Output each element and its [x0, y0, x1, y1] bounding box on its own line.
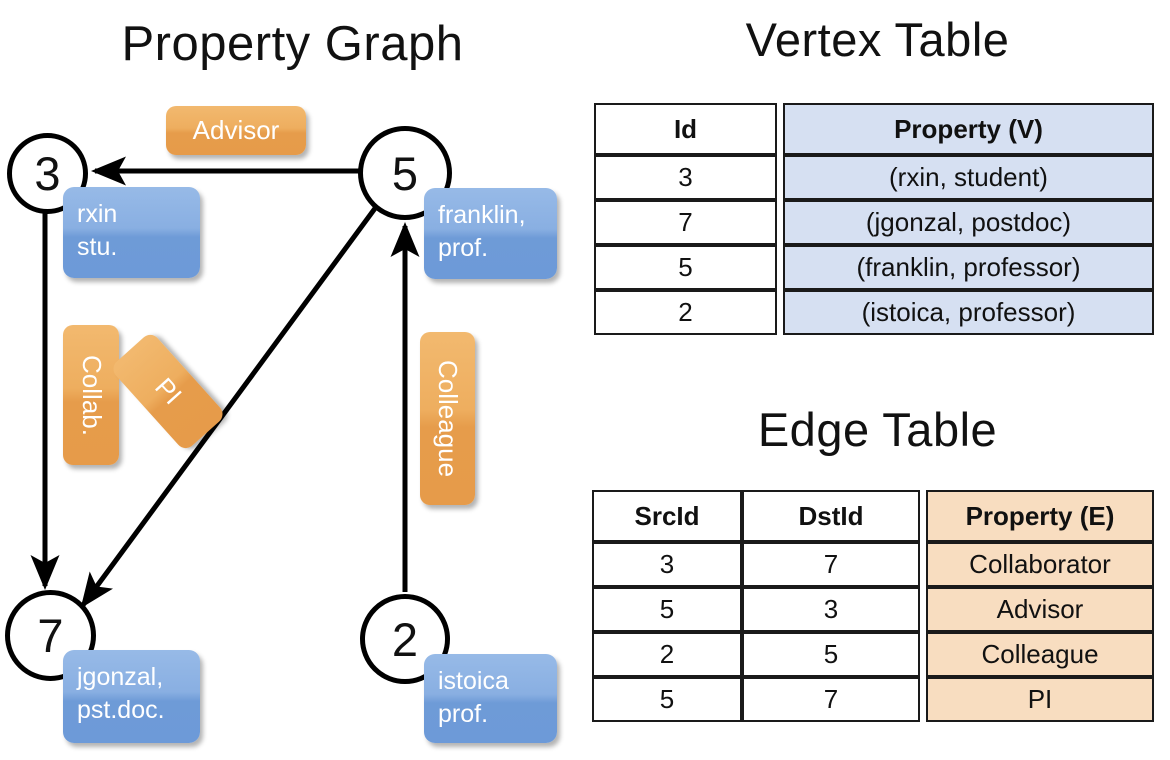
edge-dst-cell: 3	[742, 587, 920, 632]
node-property-line: rxin	[77, 200, 118, 228]
vertex-table: Id Property (V) 3 (rxin, student) 7 (jgo…	[594, 103, 1154, 335]
vertex-table-header-property: Property (V)	[783, 103, 1154, 155]
table-row: 7 (jgonzal, postdoc)	[594, 200, 1154, 245]
table-row: 5 3 Advisor	[592, 587, 1154, 632]
page-title-edge-table: Edge Table	[757, 403, 998, 456]
page-title-property-graph: Property Graph	[121, 17, 464, 71]
node-property-line: franklin,	[438, 201, 526, 229]
node-property-line: jgonzal,	[77, 663, 164, 691]
edge-dst-cell: 5	[742, 632, 920, 677]
edge-property-cell: Colleague	[926, 632, 1154, 677]
vertex-table-header-row: Id Property (V)	[594, 103, 1154, 155]
edge-label-text: Advisor	[192, 115, 280, 145]
table-row: 2 (istoica, professor)	[594, 290, 1154, 335]
node-property-line: pst.doc.	[77, 696, 165, 724]
edge-label-colleague: Colleague	[420, 332, 475, 505]
edge-table-header-dstid: DstId	[742, 490, 920, 542]
table-row: 3 7 Collaborator	[592, 542, 1154, 587]
edge-label-advisor: Advisor	[166, 106, 306, 155]
edge-dst-cell: 7	[742, 677, 920, 722]
node-property-line: stu.	[77, 233, 118, 261]
edge-table-header-srcid: SrcId	[592, 490, 742, 542]
table-row: 2 5 Colleague	[592, 632, 1154, 677]
edge-table: SrcId DstId Property (E) 3 7 Collaborato…	[592, 490, 1154, 722]
graph-node-5[interactable]: 5	[358, 126, 452, 220]
edge-table-header-row: SrcId DstId Property (E)	[592, 490, 1154, 542]
edge-src-cell: 5	[592, 677, 742, 722]
property-graph-diagram: 3 5 7 2 rxin stu. franklin, prof. jgonza…	[5, 106, 557, 743]
node-property-box-3: rxin stu.	[63, 187, 200, 278]
graph-edge-lines	[30, 156, 420, 609]
edge-table-header-property: Property (E)	[926, 490, 1154, 542]
vertex-property-cell: (istoica, professor)	[783, 290, 1154, 335]
edge-property-cell: Collaborator	[926, 542, 1154, 587]
edge-line-5-to-7	[80, 205, 379, 609]
edge-label-text: Collab.	[76, 354, 107, 436]
vertex-id-cell: 3	[594, 155, 777, 200]
node-property-box-5: franklin, prof.	[424, 188, 557, 279]
node-property-line: prof.	[438, 234, 489, 262]
edge-dst-cell: 7	[742, 542, 920, 587]
vertex-id-cell: 7	[594, 200, 777, 245]
vertex-id-cell: 5	[594, 245, 777, 290]
graph-node-2[interactable]: 2	[360, 594, 450, 684]
vertex-property-cell: (rxin, student)	[783, 155, 1154, 200]
page-title-vertex-table: Vertex Table	[745, 13, 1010, 66]
edge-src-cell: 3	[592, 542, 742, 587]
table-row: 5 (franklin, professor)	[594, 245, 1154, 290]
vertex-property-cell: (franklin, professor)	[783, 245, 1154, 290]
node-property-line: prof.	[438, 700, 489, 728]
table-row: 5 7 PI	[592, 677, 1154, 722]
node-property-line: istoica	[438, 667, 509, 695]
edge-label-text: Colleague	[433, 359, 463, 478]
vertex-table-header-id: Id	[594, 103, 777, 155]
edge-src-cell: 5	[592, 587, 742, 632]
vertex-id-cell: 2	[594, 290, 777, 335]
node-property-box-2: istoica prof.	[424, 654, 557, 743]
edge-property-cell: PI	[926, 677, 1154, 722]
edge-property-cell: Advisor	[926, 587, 1154, 632]
edge-src-cell: 2	[592, 632, 742, 677]
node-property-box-7: jgonzal, pst.doc.	[63, 650, 200, 743]
vertex-property-cell: (jgonzal, postdoc)	[783, 200, 1154, 245]
edge-label-text: PI	[148, 372, 188, 411]
table-row: 3 (rxin, student)	[594, 155, 1154, 200]
edge-label-collab: Collab.	[63, 325, 119, 465]
